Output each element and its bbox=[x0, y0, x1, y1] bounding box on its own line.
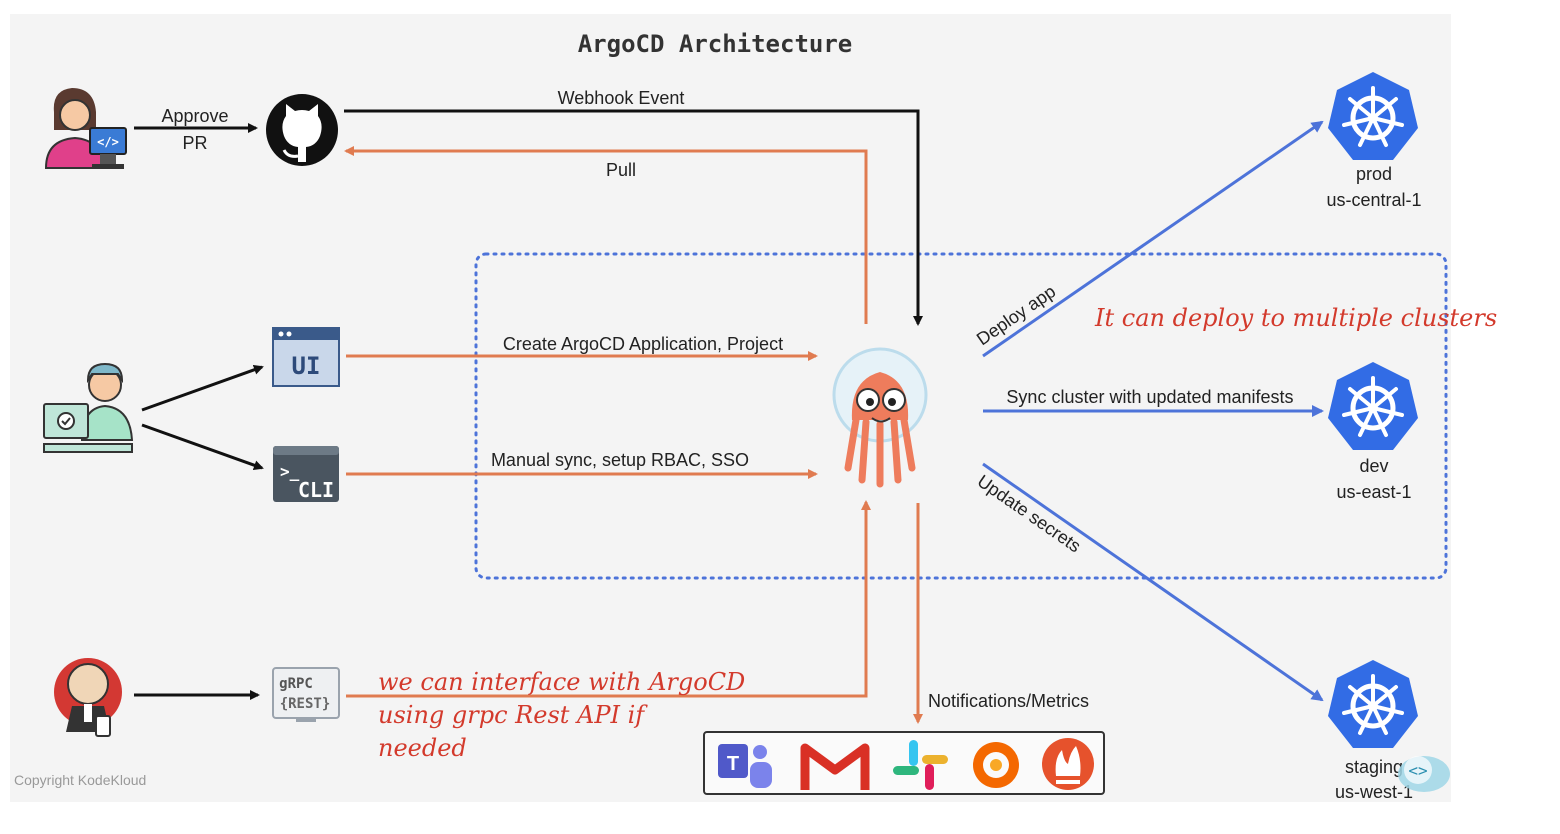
ui-client-icon: UI bbox=[272, 327, 340, 387]
deploy-app-label: Deploy app bbox=[973, 281, 1059, 349]
create-app-label: Create ArgoCD Application, Project bbox=[503, 334, 783, 354]
staging-cluster-name: staging bbox=[1345, 757, 1403, 777]
slack-icon bbox=[893, 740, 948, 790]
svg-text:T: T bbox=[727, 753, 739, 775]
admin-to-ui-arrow bbox=[141, 364, 264, 412]
pull-label: Pull bbox=[606, 160, 636, 180]
grpc-annotation-line3: needed bbox=[378, 734, 467, 762]
pull-arrow bbox=[344, 146, 868, 324]
rest-label: {REST} bbox=[280, 696, 331, 712]
cli-prompt-icon: >_ bbox=[280, 462, 300, 481]
gmail-icon bbox=[800, 743, 870, 790]
update-secrets-label: Update secrets bbox=[974, 471, 1085, 557]
svg-text:<>: <> bbox=[1408, 761, 1427, 780]
kodekloud-logo-icon: <> bbox=[1398, 756, 1450, 792]
update-secrets-arrow bbox=[982, 462, 1324, 702]
admin-user-icon bbox=[43, 362, 134, 453]
approve-pr-label-line1: Approve bbox=[161, 106, 228, 126]
staging-cluster-region: us-west-1 bbox=[1335, 782, 1413, 802]
ui-client-label: UI bbox=[292, 352, 321, 380]
dev-cluster-region: us-east-1 bbox=[1336, 482, 1411, 502]
k8s-dev-icon bbox=[1328, 362, 1418, 450]
k8s-prod-icon bbox=[1328, 72, 1418, 160]
webhook-event-arrow bbox=[344, 109, 923, 326]
argocd-boundary bbox=[474, 252, 1448, 580]
sync-cluster-label: Sync cluster with updated manifests bbox=[1006, 387, 1293, 407]
github-icon bbox=[266, 94, 338, 166]
k8s-staging-icon bbox=[1328, 660, 1418, 748]
admin-to-cli-arrow bbox=[141, 423, 264, 471]
teams-icon: T bbox=[718, 744, 772, 788]
grpc-rest-icon: gRPC {REST} bbox=[272, 667, 340, 722]
argocd-mascot-icon bbox=[832, 347, 928, 488]
deploy-app-arrow bbox=[982, 120, 1324, 358]
prod-cluster-region: us-central-1 bbox=[1326, 190, 1421, 210]
grpc-to-argocd-arrow bbox=[346, 500, 871, 698]
webhook-event-label: Webhook Event bbox=[558, 88, 685, 108]
cli-client-icon: >_ CLI bbox=[273, 446, 339, 502]
grpc-annotation-line1: we can interface with ArgoCD bbox=[378, 668, 745, 696]
copyright-text: Copyright KodeKloud bbox=[14, 772, 146, 788]
grpc-label: gRPC bbox=[279, 676, 313, 692]
dev-cluster-name: dev bbox=[1359, 456, 1388, 476]
grafana-icon bbox=[973, 742, 1019, 788]
diagram-title: ArgoCD Architecture bbox=[578, 30, 853, 58]
jenkins-icon bbox=[54, 658, 122, 737]
approve-pr-label-line2: PR bbox=[182, 133, 207, 153]
grpc-annotation-line2: using grpc Rest API if bbox=[378, 701, 648, 729]
multi-cluster-annotation: It can deploy to multiple clusters bbox=[1094, 304, 1497, 332]
manual-sync-label: Manual sync, setup RBAC, SSO bbox=[491, 450, 749, 470]
prometheus-icon bbox=[1042, 738, 1094, 790]
notifications-label: Notifications/Metrics bbox=[928, 691, 1089, 711]
prod-cluster-name: prod bbox=[1356, 164, 1392, 184]
cli-client-label: CLI bbox=[298, 478, 334, 502]
slide-background bbox=[10, 14, 1451, 802]
svg-text:</>: </> bbox=[97, 135, 119, 149]
developer-woman-icon: </> bbox=[44, 88, 127, 169]
